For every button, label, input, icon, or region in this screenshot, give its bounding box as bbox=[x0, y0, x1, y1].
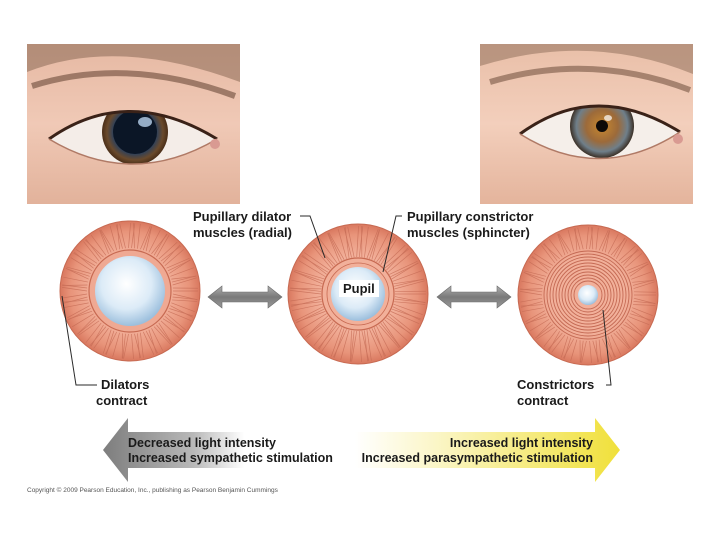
constricted-iris bbox=[518, 225, 658, 365]
pupil-label: Pupil bbox=[343, 281, 375, 296]
constricted-pupil bbox=[578, 285, 598, 305]
dilators-label-line2: contract bbox=[96, 393, 148, 408]
parasympathetic-text: Increased parasympathetic stimulation bbox=[362, 451, 593, 465]
constrictors-label-line2: contract bbox=[517, 393, 569, 408]
constrictors-label-line1: Constrictors bbox=[517, 377, 594, 392]
gray-arrow bbox=[103, 418, 360, 482]
light-intensity-arrow bbox=[103, 418, 620, 482]
double-arrow-right bbox=[437, 286, 511, 308]
constrictor-label-line2: muscles (sphincter) bbox=[407, 225, 530, 240]
dilators-label-line1: Dilators bbox=[101, 377, 149, 392]
yellow-arrow bbox=[355, 418, 620, 482]
increased-light-text: Increased light intensity bbox=[450, 436, 593, 450]
copyright-text: Copyright © 2009 Pearson Education, Inc.… bbox=[27, 487, 278, 494]
constrictor-label-line1: Pupillary constrictor bbox=[407, 209, 533, 224]
double-arrow-left bbox=[208, 286, 282, 308]
decreased-light-text: Decreased light intensity bbox=[128, 436, 276, 450]
dilator-label-line2: muscles (radial) bbox=[193, 225, 292, 240]
dilated-pupil bbox=[95, 256, 165, 326]
dilator-label-line1: Pupillary dilator bbox=[193, 209, 291, 224]
dilated-iris bbox=[60, 221, 200, 361]
sympathetic-text: Increased sympathetic stimulation bbox=[128, 451, 333, 465]
